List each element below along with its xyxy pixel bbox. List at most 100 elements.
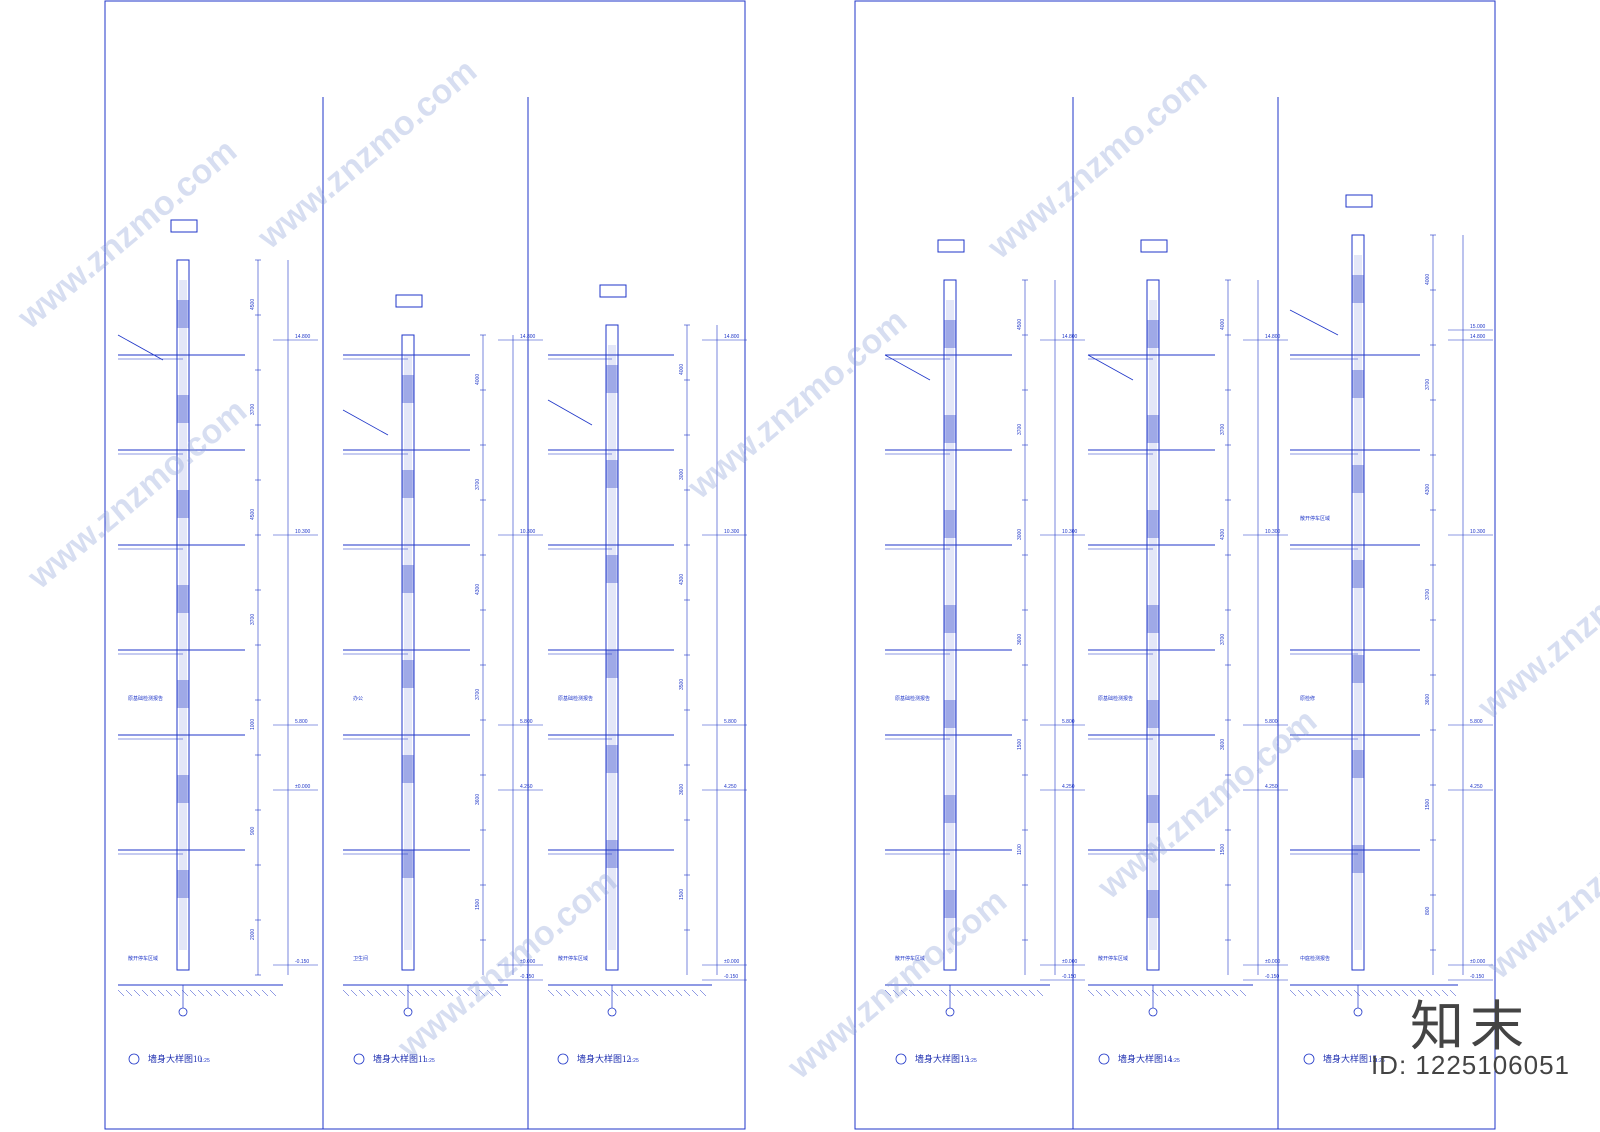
detail-panel-1: 14.80010.3005.800±0.000-0.15045003700450… [117,219,318,1065]
detail-title: 墙身大样图13 [915,1053,970,1064]
elevation-label: 5.800 [1062,719,1075,725]
detail-index-bubble [557,1053,569,1065]
ground-hatch [667,989,675,997]
detail-panel-2: 14.80010.3005.8004.250±0.000-0.150400037… [342,294,543,1065]
wall-hatch [404,355,412,950]
ground-hatch [1345,989,1353,997]
ground-hatch [221,989,229,997]
ground-hatch [547,989,555,997]
ground-hatch [1199,989,1207,997]
elevation-label: -0.150 [724,974,738,980]
ground-hatch [1409,989,1417,997]
elevation-label: 4.250 [520,784,533,790]
detail-index-bubble [895,1053,907,1065]
ground-hatch [908,989,916,997]
ground-hatch [1127,989,1135,997]
axis-bubble [945,1007,955,1017]
ground-hatch [1433,989,1441,997]
dimension-value: 3600 [1220,739,1226,750]
detail-title: 墙身大样图11 [373,1053,427,1064]
detail-title: 墙身大样图14 [1118,1053,1173,1064]
ground-hatch [1337,989,1345,997]
detail-index-bubble [1303,1053,1315,1065]
detail-scale: 1:25 [200,1058,210,1064]
ground-hatch [691,989,699,997]
ground-hatch [446,989,454,997]
detail-panel-5: 14.80010.3005.8004.250±0.000-0.150400037… [1087,239,1288,1065]
dimension-value: 3700 [250,614,256,625]
elevation-label: ±0.000 [724,959,739,965]
detail-scale: 1:25 [1170,1058,1180,1064]
ground-hatch [189,989,197,997]
dimension-value: 3700 [250,404,256,415]
ground-hatch [1028,989,1036,997]
elevation-label: 4.250 [1062,784,1075,790]
room-label: 中庭检测报告 [1300,955,1330,962]
ground-hatch [1377,989,1385,997]
elevation-label: -0.150 [1062,974,1076,980]
roof-slope [1289,309,1339,336]
room-label: 卫生间 [353,955,368,962]
wall-block [1147,795,1159,823]
dimension-value: 3600 [1425,694,1431,705]
dimension-value: 3700 [1220,424,1226,435]
parapet-cap [1140,239,1168,253]
ground-hatch [675,989,683,997]
detail-scale: 1:25 [1375,1058,1385,1064]
dimension-value: 4500 [1017,319,1023,330]
room-label: 原基础检测报告 [1098,695,1133,702]
elevation-label: 15.000 [1470,324,1486,330]
ground-hatch [587,989,595,997]
elevation-label: 14.800 [520,334,536,340]
room-label: 原基础检测报告 [128,695,163,702]
elevation-label: 5.800 [1265,719,1278,725]
elevation-label: 14.800 [295,334,311,340]
ground-hatch [1289,989,1297,997]
wall-block [1352,560,1364,588]
ground-hatch [245,989,253,997]
wall-block [1147,510,1159,538]
ground-hatch [996,989,1004,997]
dimension-value: 1500 [1017,739,1023,750]
ground-hatch [374,989,382,997]
ground-hatch [1297,989,1305,997]
ground-hatch [932,989,940,997]
dimension-value: 3700 [475,479,481,490]
ground-hatch [1353,989,1361,997]
ground-hatch [1207,989,1215,997]
detail-panel-4: 14.80010.3005.8004.250±0.000-0.150450037… [884,239,1085,1065]
parapet-cap [170,219,198,233]
ground-hatch [972,989,980,997]
dimension-value: 1500 [1425,799,1431,810]
wall-hatch [1354,255,1362,950]
ground-hatch [1191,989,1199,997]
detail-title: 墙身大样图10 [148,1053,203,1064]
elevation-label: 10.300 [1062,529,1078,535]
wall-block [1147,320,1159,348]
ground-hatch [940,989,948,997]
elevation-label: ±0.000 [1265,959,1280,965]
dimension-value: 4000 [1425,274,1431,285]
ground-hatch [117,989,125,997]
elevation-label: 5.800 [295,719,308,725]
dimension-value: 4300 [475,584,481,595]
ground-hatch [141,989,149,997]
sheet-frame-left [104,0,746,1130]
ground-hatch [253,989,261,997]
wall-block [1352,655,1364,683]
ground-hatch [438,989,446,997]
elevation-label: 4.250 [1470,784,1483,790]
ground-hatch [643,989,651,997]
watermark: www.znzmo.com [390,862,624,1067]
wall-block [177,490,189,518]
ground-hatch [1087,989,1095,997]
dimension-value: 1500 [1220,844,1226,855]
elevation-label: 14.800 [724,334,740,340]
detail-index-bubble [353,1053,365,1065]
wall-block [606,365,618,393]
elevation-label: ±0.000 [1470,959,1485,965]
ground-hatch [358,989,366,997]
ground-hatch [892,989,900,997]
room-label: 散开停车区域 [895,955,925,962]
wall-block [606,840,618,868]
